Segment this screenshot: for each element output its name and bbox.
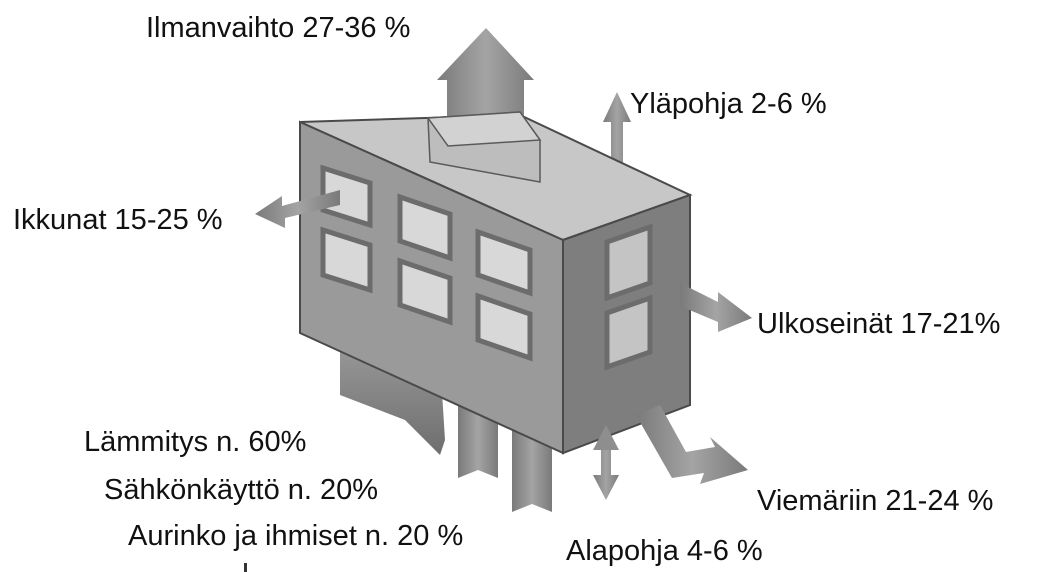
label-sun-people: Aurinko ja ihmiset n. 20 % <box>128 520 464 552</box>
label-base-floor: Alapohja 4-6 % <box>566 535 763 567</box>
outer-walls-arrow <box>680 283 752 332</box>
base-floor-arrow-top <box>593 425 619 450</box>
roof-arrow <box>603 92 631 200</box>
base-floor-arrow <box>593 440 619 500</box>
roof-vent-top <box>426 111 542 147</box>
window <box>475 228 533 297</box>
window <box>397 193 453 262</box>
electricity-inflow-arrow <box>458 405 498 478</box>
label-roof: Yläpohja 2-6 % <box>630 88 827 120</box>
window <box>320 226 373 294</box>
label-outer-walls: Ulkoseinät 17-21% <box>757 308 1001 340</box>
ventilation-arrow <box>437 28 534 138</box>
window <box>475 292 533 362</box>
sun-people-inflow-arrow <box>512 430 552 512</box>
label-heating: Lämmitys n. 60% <box>84 426 307 458</box>
window <box>604 223 653 302</box>
label-ventilation: Ilmanvaihto 27-36 % <box>146 12 411 44</box>
windows-arrow <box>255 190 340 228</box>
window <box>397 257 453 326</box>
label-sewer: Viemäriin 21-24 % <box>757 485 994 517</box>
label-electricity: Sähkönkäyttö n. 20% <box>104 474 379 506</box>
label-windows: Ikkunat 15-25 % <box>13 204 223 236</box>
window <box>604 294 653 371</box>
sewer-arrow <box>636 405 748 484</box>
side-windows <box>604 223 653 371</box>
tick-mark <box>244 563 247 572</box>
